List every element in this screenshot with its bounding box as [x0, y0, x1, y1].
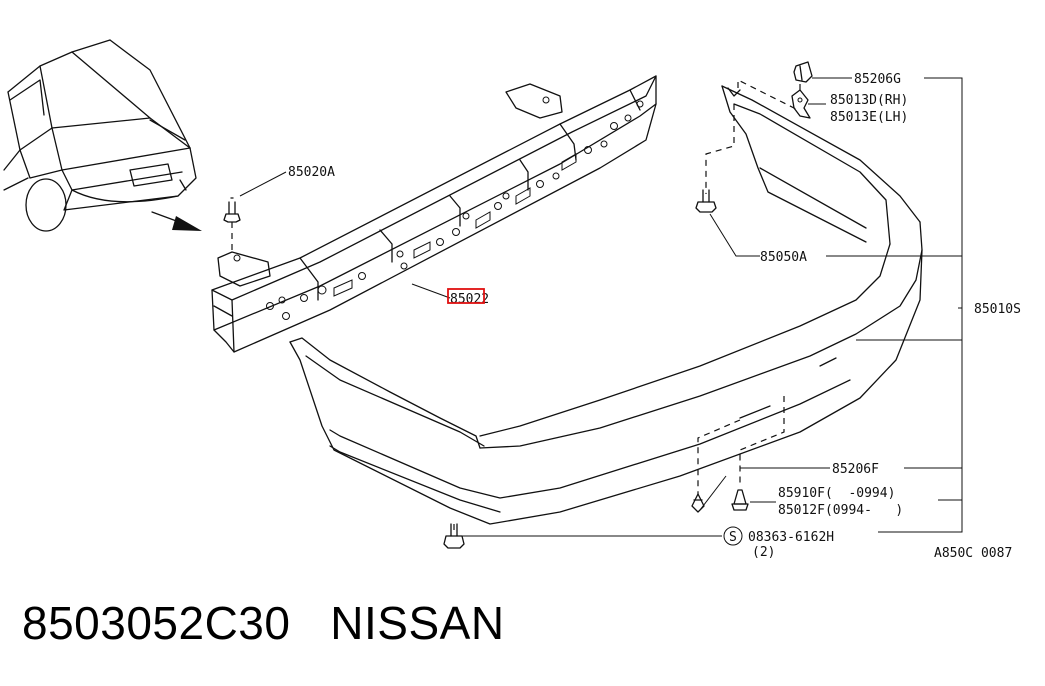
label-85020a[interactable]: 85020A	[288, 165, 335, 180]
car-rear-illustration	[3, 39, 197, 232]
clip-85206f	[691, 493, 705, 513]
label-85010s[interactable]: 85010S	[974, 302, 1021, 317]
part-labels: 85206G 85013D(RH) 85013E(LH) 85020A 8505…	[288, 72, 1021, 561]
label-85206g[interactable]: 85206G	[854, 72, 901, 87]
diagram-code: A850C 0087	[934, 546, 1012, 561]
label-85910f[interactable]: 85910F( -0994)	[778, 486, 895, 501]
label-85206f[interactable]: 85206F	[832, 462, 879, 477]
bumper-reinforcement	[211, 75, 657, 353]
part-number-caption: 8503052C30 NISSAN	[22, 597, 505, 649]
label-85013d[interactable]: 85013D(RH)	[830, 93, 908, 108]
highlight-box	[447, 288, 485, 304]
bolt-85020a	[223, 197, 241, 223]
leader-lines	[239, 77, 963, 537]
bracket-85013	[791, 89, 811, 119]
bolt-85050a	[695, 189, 717, 213]
clip-85910f	[731, 489, 749, 511]
label-bolt-qty: (2)	[752, 545, 775, 560]
label-85013e[interactable]: 85013E(LH)	[830, 110, 908, 125]
label-85050a[interactable]: 85050A	[760, 250, 807, 265]
s-symbol: S	[729, 530, 737, 545]
s-symbol-circle	[723, 526, 743, 546]
bumper-fascia	[289, 85, 923, 525]
clip-85206g	[793, 61, 813, 83]
label-85012f[interactable]: 85012F(0994- )	[778, 503, 903, 518]
direction-arrow	[151, 211, 202, 231]
label-08363[interactable]: 08363-6162H	[748, 530, 834, 545]
